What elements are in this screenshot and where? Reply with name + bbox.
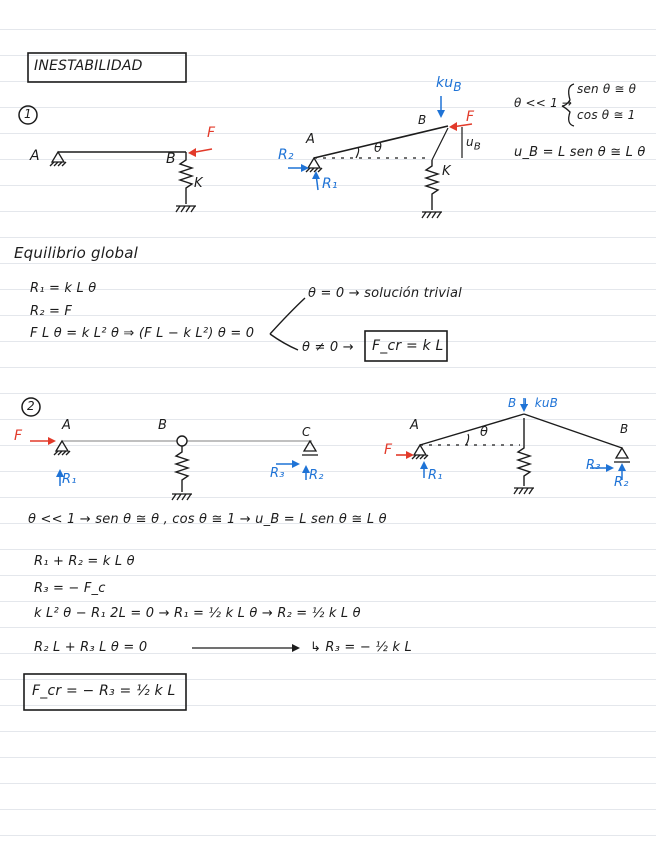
uB-relation: u_B = L sen θ ≅ L θ — [514, 145, 646, 160]
pin-support-A1 — [49, 150, 67, 167]
branch1-text: θ = 0 → solución trivial — [308, 286, 462, 301]
eq2-R2: R₂ = F — [30, 304, 73, 319]
reaction-R2-arrow-2 — [302, 465, 310, 480]
label-R1-2: R₁ — [62, 472, 77, 487]
spring2b — [515, 418, 533, 486]
eq2-3: k L² θ − R₁ 2L = 0 → R₁ = ½ k L θ → R₂ =… — [34, 606, 361, 621]
label-R1: R₁ — [322, 176, 338, 192]
label-F2b: F — [384, 442, 393, 458]
problem1-circle — [18, 105, 38, 125]
roller-support-B2b — [614, 446, 630, 463]
eq1-R1: R₁ = k L θ — [30, 281, 97, 296]
eq2-2: R₃ = − F_c — [34, 581, 106, 596]
result2-Fcr: F_cr = − R₃ = ½ k L — [32, 683, 176, 699]
approx-line2: θ << 1 → sen θ ≅ θ , cos θ ≅ 1 → u_B = L… — [28, 512, 387, 527]
force-arrow-kuB1 — [437, 96, 445, 118]
beam2-deformed-right — [523, 413, 623, 449]
label-B2-end: B — [620, 422, 629, 436]
label-theta1: θ — [374, 141, 383, 156]
label-uB1: uB — [466, 135, 481, 153]
ground2b — [513, 487, 534, 495]
pin-support-A2b — [411, 443, 429, 460]
label-R2: R₂ — [278, 147, 294, 163]
theta-arc1 — [355, 147, 360, 159]
theta-arc2 — [465, 433, 470, 446]
eq2-4-result: ↳ R₃ = − ½ k L — [310, 640, 412, 655]
pin-support-A2 — [53, 439, 71, 456]
label-R2-2b: R₂ — [614, 475, 629, 490]
label-kuB1: kuB — [436, 75, 462, 94]
label-B1b: B — [418, 113, 427, 127]
result-box2 — [23, 673, 187, 711]
beam1-deformed — [313, 125, 449, 159]
label-theta2: θ — [480, 425, 489, 440]
approx-sin: sen θ ≅ θ — [577, 82, 637, 96]
reaction-R1-arrow-2b — [420, 461, 428, 478]
spring2 — [173, 446, 191, 492]
beam2-deformed-left — [419, 413, 525, 446]
label-K1b: K — [442, 164, 451, 179]
spring1 — [177, 152, 195, 204]
result1-Fcr: F_cr = k L — [372, 338, 444, 354]
label-R1-2b: R₁ — [428, 468, 443, 483]
label-F1b: F — [466, 109, 475, 125]
label-kuB2: B ↓ kuB — [508, 396, 559, 410]
label-C2: C — [302, 425, 311, 439]
force-arrow-F1b — [449, 122, 473, 131]
label-R3-2b: R₃ — [586, 458, 601, 473]
label-R2-2: R₂ — [309, 468, 324, 483]
title-box — [27, 52, 187, 83]
reaction-R2-arrow — [288, 164, 309, 172]
reaction-R1-arrow-2 — [56, 469, 64, 486]
roller-support-C2 — [302, 439, 318, 456]
eq3-moment: F L θ = k L² θ ⇒ (F L − k L²) θ = 0 — [30, 326, 255, 341]
reaction-R2-arrow-2b — [618, 463, 626, 480]
force-arrow-F2 — [30, 437, 56, 445]
hinge-B2 — [176, 435, 188, 447]
label-F1: F — [207, 125, 216, 141]
problem1-number: 1 — [24, 107, 32, 121]
label-B2: B — [158, 418, 168, 433]
result-box1 — [364, 330, 448, 362]
label-A1b: A — [306, 132, 316, 147]
branch-up — [269, 297, 306, 335]
problem2-number: 2 — [27, 399, 35, 413]
spring1b — [423, 160, 441, 210]
label-A2b: A — [410, 418, 420, 433]
reaction-R1-arrow — [312, 171, 320, 191]
force-arrow-F2b — [396, 451, 414, 459]
reaction-R3-arrow-2 — [276, 460, 300, 468]
label-B1: B — [166, 151, 176, 167]
eq2-4: R₂ L + R₃ L θ = 0 — [34, 640, 148, 655]
ground2 — [171, 493, 192, 501]
ground1b — [421, 211, 442, 219]
label-A1: A — [30, 148, 40, 164]
approx-cos: cos θ ≅ 1 — [577, 108, 636, 122]
eq2-1: R₁ + R₂ = k L θ — [34, 554, 135, 569]
problem2-circle — [21, 397, 41, 417]
reaction-R3-arrow-2b — [590, 464, 614, 472]
approx-condition: θ << 1 → — [514, 96, 573, 110]
force-arrow-F1 — [188, 148, 213, 157]
label-A2: A — [62, 418, 72, 433]
branch-down — [269, 333, 299, 351]
page-title: INESTABILIDAD — [34, 58, 143, 74]
label-F2: F — [14, 428, 23, 444]
approx-brace — [561, 83, 575, 127]
ground1 — [175, 205, 196, 213]
branch2-prefix: θ ≠ 0 → — [302, 340, 354, 355]
label-R3-2: R₃ — [270, 466, 285, 481]
pin-support-A1b — [305, 156, 323, 173]
force-arrow-kuB2 — [520, 398, 528, 412]
spring1b-top — [431, 127, 449, 161]
section-heading: Equilibrio global — [14, 244, 138, 262]
label-K1: K — [194, 176, 203, 191]
